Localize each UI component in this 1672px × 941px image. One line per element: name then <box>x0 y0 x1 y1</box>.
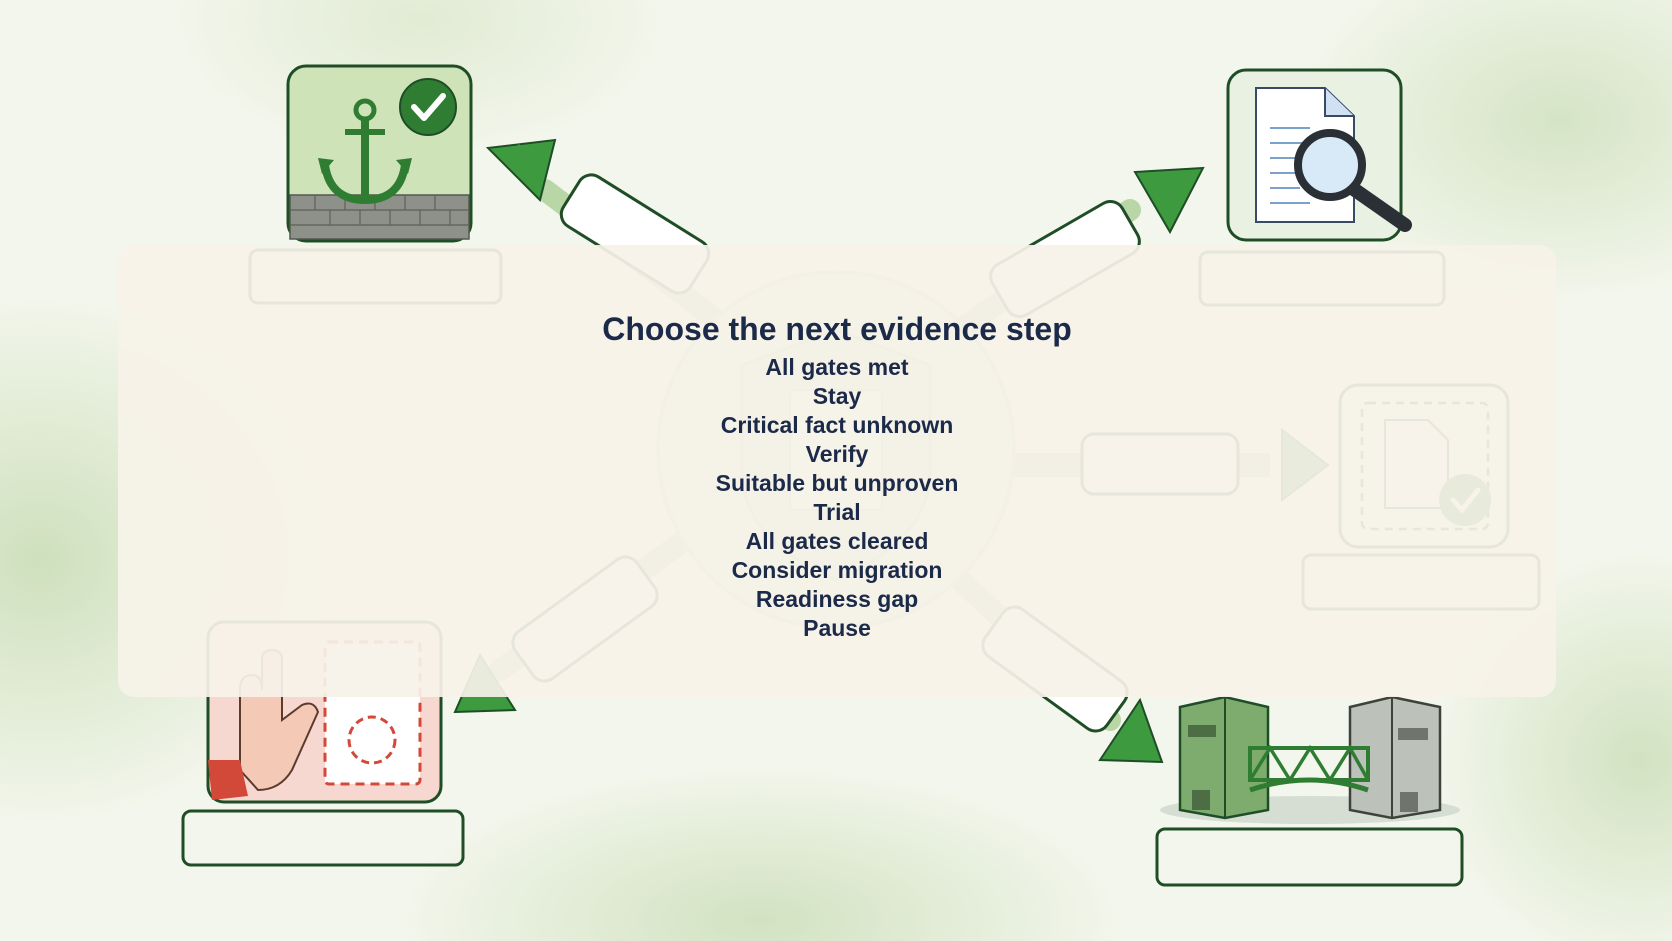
decision-item: Suitable but unproven <box>715 470 959 496</box>
decision-item: Readiness gap <box>755 586 919 612</box>
decision-item: All gates cleared <box>745 528 929 554</box>
anchor-check-icon <box>286 64 473 243</box>
buildings-bridge-icon <box>1160 695 1460 824</box>
decision-item: Stay <box>812 383 862 409</box>
center-panel-text: Choose the next evidence step All gates … <box>118 305 1556 643</box>
decision-item: Critical fact unknown <box>720 412 954 438</box>
diagram-title: Choose the next evidence step <box>602 311 1072 347</box>
decision-item: Consider migration <box>731 557 943 583</box>
decision-item: Trial <box>813 499 861 525</box>
label-box-bottom-left <box>181 809 465 867</box>
center-panel <box>118 245 1556 697</box>
decision-item: Verify <box>805 441 869 467</box>
label-box-bottom-right <box>1155 827 1464 887</box>
decision-item: Pause <box>803 615 871 641</box>
document-magnifier-icon <box>1226 68 1412 242</box>
decision-item: All gates met <box>765 354 909 380</box>
decision-list: All gates met Stay Critical fact unknown… <box>118 353 1556 643</box>
